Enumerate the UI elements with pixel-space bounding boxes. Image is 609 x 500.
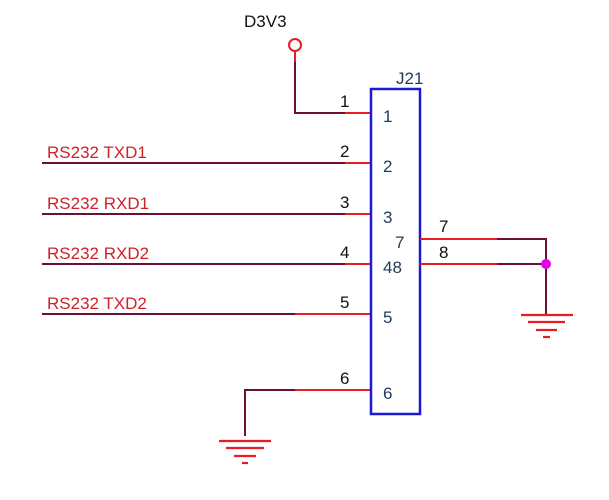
- pin-name-5: 5: [383, 308, 392, 327]
- component-designator: J21: [396, 69, 423, 88]
- pin-8-number: 8: [439, 243, 448, 262]
- net-rs232-txd1[interactable]: RS232 TXD1 2: [42, 142, 371, 164]
- net-label: RS232 RXD1: [47, 194, 149, 213]
- junction-dot: [541, 259, 551, 269]
- power-port-d3v3[interactable]: D3V3: [244, 12, 302, 62]
- power-port-label: D3V3: [244, 12, 287, 31]
- pin-6-ground-wire[interactable]: 6: [244, 369, 371, 436]
- net-rs232-rxd1[interactable]: RS232 RXD1 3: [42, 193, 371, 215]
- pin-6-number: 6: [340, 369, 349, 388]
- component-j21[interactable]: J21 1 2 3 7 48 5 6: [369, 69, 423, 416]
- pin-name-1: 1: [383, 107, 392, 126]
- net-label: RS232 RXD2: [47, 244, 149, 263]
- pins-7-8-ground-wire[interactable]: 7 8: [420, 217, 551, 314]
- power-port-circle-icon: [288, 38, 302, 52]
- pin-name-2: 2: [383, 157, 392, 176]
- wire-pin-7: [497, 238, 547, 314]
- ground-icon: [521, 313, 573, 339]
- pin-7-number: 7: [439, 217, 448, 236]
- wire-pin-6: [244, 389, 295, 436]
- net-rs232-txd2[interactable]: RS232 TXD2 5: [42, 293, 371, 315]
- component-body: [369, 87, 422, 416]
- net-label: RS232 TXD2: [47, 294, 147, 313]
- pin-1-number: 1: [340, 92, 349, 111]
- pin-name-4: 48: [383, 258, 402, 277]
- pin-name-3: 3: [383, 208, 392, 227]
- net-rs232-rxd2[interactable]: RS232 RXD2 4: [42, 243, 371, 265]
- pin-name-7: 7: [395, 233, 404, 252]
- pin-5-number: 5: [340, 293, 349, 312]
- pin-4-number: 4: [340, 243, 349, 262]
- pin-2-number: 2: [340, 142, 349, 161]
- pin-name-6: 6: [383, 384, 392, 403]
- net-label: RS232 TXD1: [47, 143, 147, 162]
- wire-d3v3[interactable]: [294, 62, 345, 114]
- pin-3-number: 3: [340, 193, 349, 212]
- ground-icon: [219, 439, 271, 465]
